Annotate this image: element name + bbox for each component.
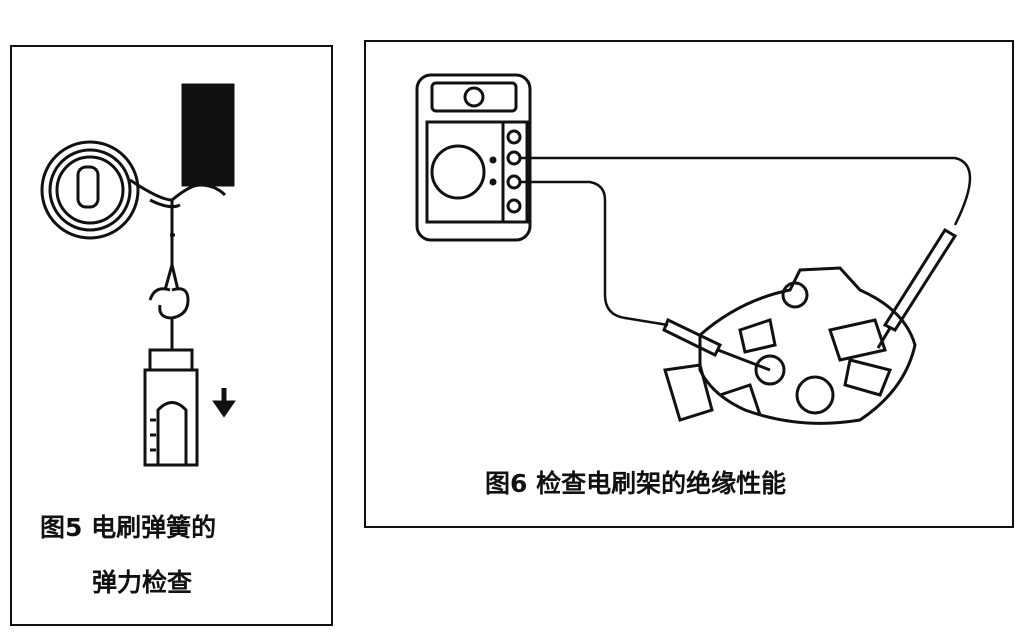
figure-6-panel <box>364 40 1014 528</box>
arrow-down-icon <box>212 388 236 418</box>
multimeter-icon <box>415 73 532 242</box>
brush-holder-illustration <box>663 266 917 425</box>
spring-scale-icon <box>143 287 199 467</box>
test-leads <box>520 156 972 327</box>
figure-6-caption: 图6 检查电刷架的绝缘性能 <box>485 469 787 498</box>
figure-5-caption-line1: 图5 电刷弹簧的 <box>40 513 217 542</box>
figure-5-caption-line2: 弹力检查 <box>92 568 193 597</box>
probe-left <box>662 317 771 372</box>
brush-spring-illustration <box>40 83 235 291</box>
figure-5-panel <box>10 45 333 626</box>
probe-right <box>876 227 958 349</box>
